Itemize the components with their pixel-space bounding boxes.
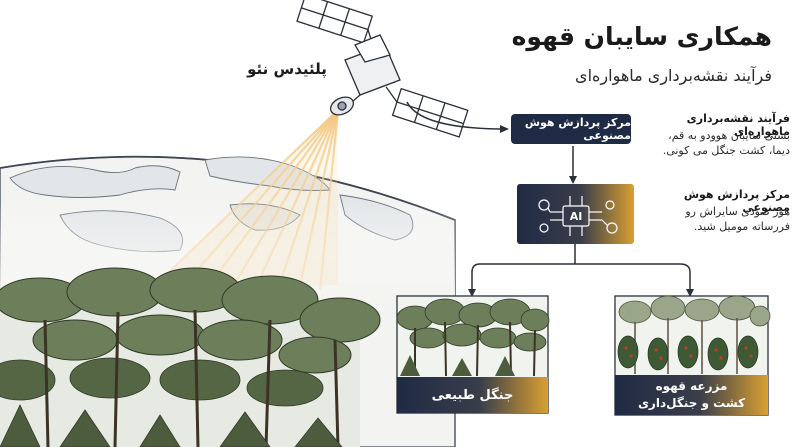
step2-description: هوز صودی سایراش رو فررساته مومیل شید.	[642, 204, 790, 234]
coffee-farm-label: مزرعه قهوه کشت و جنگل‌داری	[615, 375, 768, 415]
step2-title: مرکز پردازش هوش مصنوعی	[683, 188, 790, 214]
coffee-farm-line1: مزرعه قهوه	[655, 379, 728, 393]
flow-arrow-branches	[471, 244, 691, 290]
page-title: همکاری سایبان قهوه	[511, 22, 772, 51]
satellite-beam	[149, 109, 340, 301]
step1-line1: بستی سایبان هوودو به قم،	[668, 129, 790, 142]
step1-line2: دیما، کشت جنگل می کونی.	[662, 144, 790, 157]
step2-line2: فررساته مومیل شید.	[693, 220, 790, 233]
forest-illustration	[0, 267, 381, 447]
arrowhead-icon	[686, 289, 694, 297]
coffee-farm-line2: کشت و جنگل‌داری	[637, 396, 746, 410]
coffee-farm-card	[614, 295, 771, 416]
step2-line1: هوز صودی سایراش رو	[685, 205, 790, 218]
arrowhead-icon	[569, 176, 577, 184]
beam-cone	[150, 110, 338, 290]
page-subtitle: فرآیند نقشه‌برداری ماهواره‌ای	[575, 66, 772, 85]
step1-description: بستی سایبان هوودو به قم، دیما، کشت جنگل …	[635, 128, 790, 158]
arrowhead-icon	[500, 125, 509, 133]
step1-title: فرآیند نقشه‌برداری ماهواره‌ای	[686, 112, 790, 138]
arrowhead-icon	[468, 289, 476, 297]
ai-processing-box: مرکز پردازش هوش مصنوعی	[511, 114, 631, 144]
satellite-label: پلئیدس نئو	[247, 60, 327, 78]
natural-forest-card	[396, 295, 550, 414]
flow-arrow-satellite	[406, 101, 501, 130]
satellite-icon	[296, 0, 469, 138]
ai-chip-box	[517, 184, 634, 244]
natural-forest-label: جنگل طبیعی	[431, 387, 514, 403]
ai-chip-label: AI	[569, 209, 583, 223]
